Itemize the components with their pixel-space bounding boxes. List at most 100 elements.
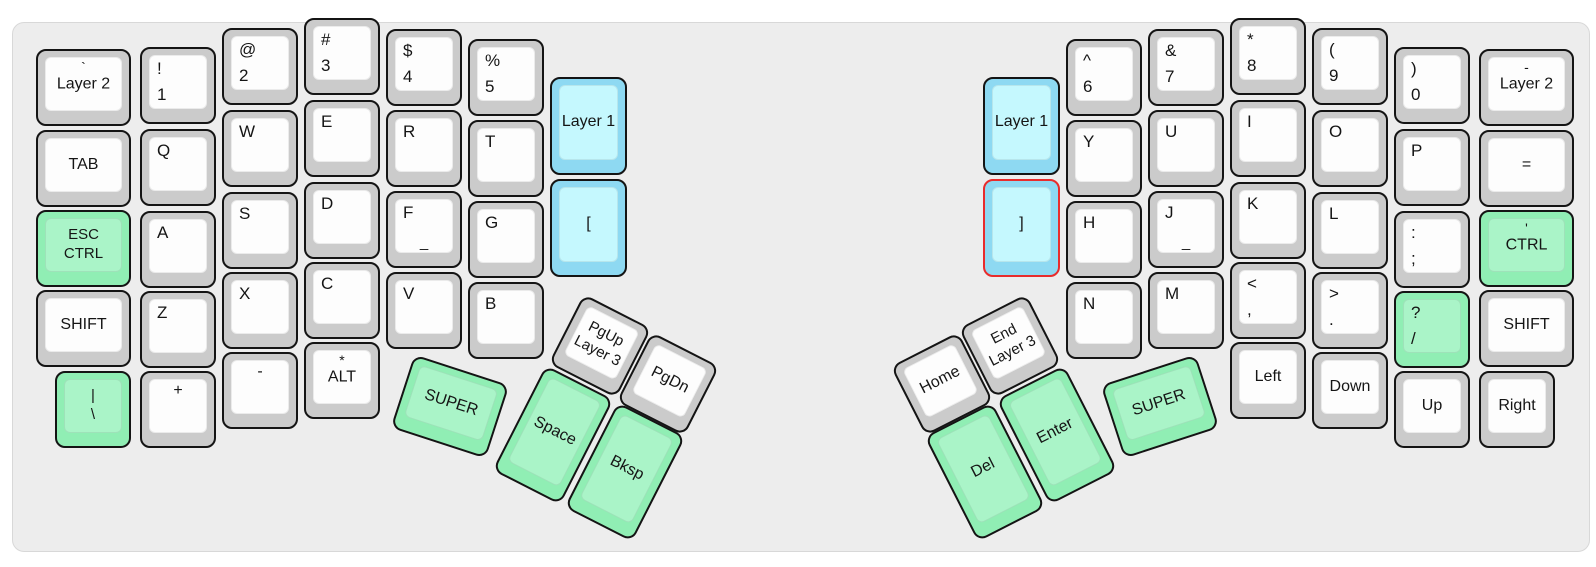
key-3[interactable]: #3: [304, 18, 380, 95]
key-lbracket[interactable]: [: [550, 179, 627, 277]
key-layer2-left[interactable]: `Layer 2: [36, 49, 131, 126]
key-8[interactable]: *8: [1230, 18, 1306, 95]
key-legend: ?: [1411, 303, 1421, 322]
key-h[interactable]: H: [1066, 201, 1142, 278]
key-left-arrow[interactable]: Left: [1230, 342, 1306, 419]
key-pipe-backslash[interactable]: |\: [55, 371, 131, 448]
key-minus-left[interactable]: -: [222, 352, 298, 429]
keycap-top: Layer 1: [992, 85, 1051, 160]
key-legend: @: [239, 40, 257, 59]
key-rbracket[interactable]: ]: [983, 179, 1060, 277]
key-p[interactable]: P: [1394, 129, 1470, 206]
key-6[interactable]: ^6: [1066, 39, 1142, 116]
keycap-top: M: [1157, 280, 1215, 334]
key-layer1-left[interactable]: Layer 1: [550, 77, 627, 175]
key-legend: TAB: [68, 155, 99, 173]
key-7[interactable]: &7: [1148, 29, 1224, 106]
key-legend: ALT: [327, 368, 357, 386]
key-g[interactable]: G: [468, 201, 544, 278]
key-9[interactable]: (9: [1312, 28, 1388, 105]
key-j[interactable]: J_: [1148, 191, 1224, 268]
key-f[interactable]: F_: [386, 191, 462, 268]
key-r[interactable]: R: [386, 110, 462, 187]
key-quote-ctrl[interactable]: 'CTRL: [1479, 210, 1574, 287]
key-legend: +: [173, 382, 183, 399]
key-legend: 3: [321, 56, 331, 75]
key-down-arrow[interactable]: Down: [1312, 352, 1388, 429]
key-layer2-right[interactable]: -Layer 2: [1479, 49, 1574, 126]
key-v[interactable]: V: [386, 272, 462, 349]
keycap-top: U: [1157, 118, 1215, 172]
key-up-arrow[interactable]: Up: [1394, 371, 1470, 448]
key-5[interactable]: %5: [468, 39, 544, 116]
key-equals[interactable]: =: [1479, 130, 1574, 207]
key-w[interactable]: W: [222, 110, 298, 187]
key-legend: ': [1525, 220, 1528, 236]
key-legend: P: [1411, 141, 1423, 160]
key-ast-alt[interactable]: *ALT: [304, 342, 380, 419]
keycap-top: A: [149, 219, 207, 273]
key-shift-left[interactable]: SHIFT: [36, 290, 131, 367]
key-t[interactable]: T: [468, 120, 544, 197]
key-tab[interactable]: TAB: [36, 130, 131, 207]
key-legend: C: [321, 274, 334, 293]
key-legend: \: [90, 406, 96, 423]
key-y[interactable]: Y: [1066, 120, 1142, 197]
key-legend: $: [403, 41, 413, 60]
keycap-top: P: [1403, 137, 1461, 191]
key-colon-semicolon[interactable]: :;: [1394, 211, 1470, 288]
key-question-slash[interactable]: ?/: [1394, 291, 1470, 368]
keycap-top: #3: [313, 26, 371, 80]
key-legend: L: [1329, 204, 1339, 223]
key-layer1-right[interactable]: Layer 1: [983, 77, 1060, 175]
key-n[interactable]: N: [1066, 282, 1142, 359]
key-legend: <: [1247, 274, 1257, 293]
key-s[interactable]: S: [222, 192, 298, 269]
keycap-top: <,: [1239, 270, 1297, 324]
key-o[interactable]: O: [1312, 110, 1388, 187]
key-0[interactable]: )0: [1394, 47, 1470, 124]
keycap-top: SUPER: [1111, 364, 1207, 442]
key-legend: ): [1411, 59, 1417, 78]
keycap-top: T: [477, 128, 535, 182]
key-d[interactable]: D: [304, 182, 380, 259]
key-4[interactable]: $4: [386, 29, 462, 106]
key-shift-right[interactable]: SHIFT: [1479, 290, 1574, 367]
key-legend: =: [1521, 155, 1532, 173]
key-gt-period[interactable]: >.: [1312, 272, 1388, 349]
key-legend: 9: [1329, 66, 1339, 85]
key-x[interactable]: X: [222, 272, 298, 349]
keycap-top: E: [313, 108, 371, 162]
key-c[interactable]: C: [304, 262, 380, 339]
key-e[interactable]: E: [304, 100, 380, 177]
key-q[interactable]: Q: [140, 129, 216, 206]
keycap-top: ?/: [1403, 299, 1461, 353]
key-legend: :: [1411, 223, 1416, 242]
keycap-top: =: [1488, 138, 1565, 192]
key-legend: Down: [1329, 377, 1371, 395]
keycap-top: Right: [1488, 379, 1546, 433]
key-1[interactable]: !1: [140, 47, 216, 124]
key-plus[interactable]: +: [140, 371, 216, 448]
key-z[interactable]: Z: [140, 291, 216, 368]
keycap-top: SHIFT: [45, 298, 122, 352]
key-legend: F: [403, 203, 414, 222]
key-b[interactable]: B: [468, 282, 544, 359]
key-legend: Layer 1: [994, 113, 1049, 131]
keycap-top: +: [149, 379, 207, 433]
key-legend: *: [339, 352, 345, 368]
key-u[interactable]: U: [1148, 110, 1224, 187]
key-lt-comma[interactable]: <,: [1230, 262, 1306, 339]
key-m[interactable]: M: [1148, 272, 1224, 349]
keycap-top: J_: [1157, 199, 1215, 253]
key-a[interactable]: A: [140, 211, 216, 288]
key-2[interactable]: @2: [222, 28, 298, 105]
key-k[interactable]: K: [1230, 182, 1306, 259]
key-i[interactable]: I: [1230, 100, 1306, 177]
keycap-top: R: [395, 118, 453, 172]
key-l[interactable]: L: [1312, 192, 1388, 269]
key-right-arrow[interactable]: Right: [1479, 371, 1555, 448]
key-legend: SHIFT: [1503, 315, 1550, 333]
